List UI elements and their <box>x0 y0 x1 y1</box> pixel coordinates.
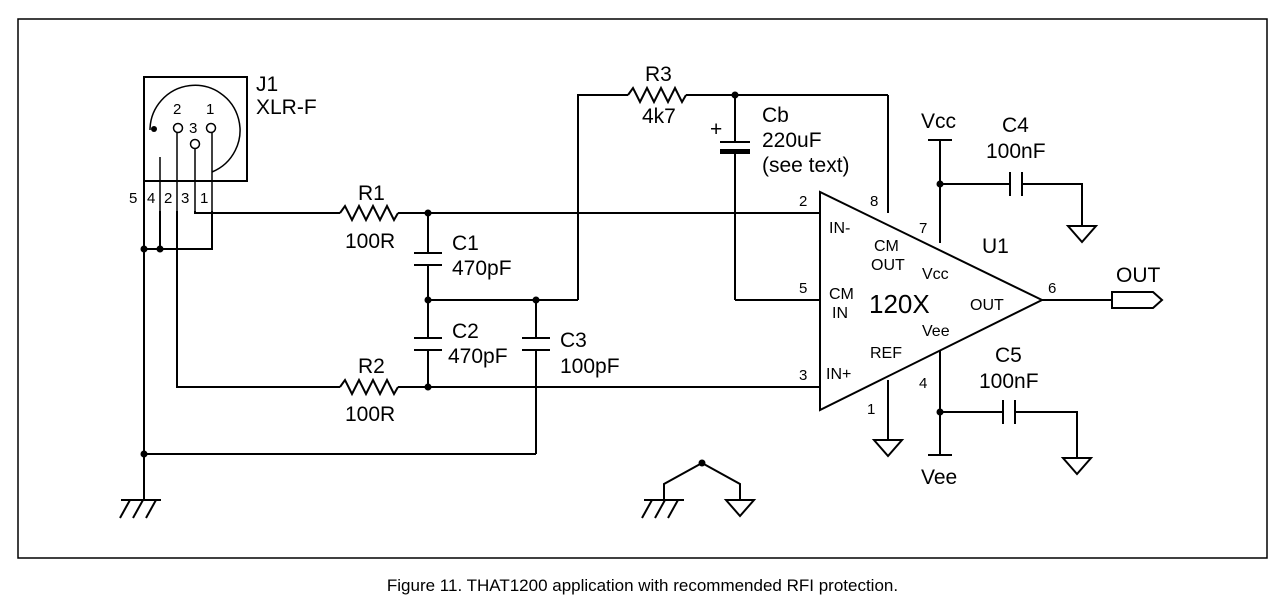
vcc-rail-label: Vcc <box>921 110 956 133</box>
cb-value: 220uF <box>762 129 822 152</box>
j1-ref: J1 <box>256 73 278 96</box>
u1-cm-in-label-2: IN <box>832 305 848 322</box>
figure-frame <box>17 18 1268 559</box>
ground-icon-ref <box>871 439 905 458</box>
u1-pin-8: 8 <box>870 193 878 210</box>
c2-value: 470pF <box>448 345 508 368</box>
r2-value: 100R <box>345 403 395 426</box>
u1-pin-5: 5 <box>799 280 807 297</box>
resistor-r1 <box>339 203 399 223</box>
u1-pin-4: 4 <box>919 375 927 392</box>
u1-in-minus-label: IN- <box>829 220 850 237</box>
figure-caption: Figure 11. THAT1200 application with rec… <box>386 576 899 595</box>
output-port <box>1111 291 1164 309</box>
cb-note: (see text) <box>762 154 850 177</box>
u1-pin-6: 6 <box>1048 280 1056 297</box>
cb-ref: Cb <box>762 104 789 127</box>
r1-ref: R1 <box>358 182 385 205</box>
j1-pin1-label: 1 <box>206 101 214 118</box>
capacitor-c3 <box>522 337 550 351</box>
u1-ref-label: REF <box>870 345 902 362</box>
wires <box>143 94 1112 500</box>
j1-terminal-1: 1 <box>200 190 208 207</box>
capacitor-c4 <box>1009 172 1023 196</box>
u1-pin-2: 2 <box>799 193 807 210</box>
j1-terminal-3: 3 <box>181 190 189 207</box>
vee-rail-label: Vee <box>921 466 957 489</box>
c5-ref: C5 <box>995 344 1022 367</box>
j1-terminal-5: 5 <box>129 190 137 207</box>
capacitor-cb <box>720 141 750 154</box>
cb-polarity: + <box>710 118 722 141</box>
c2-ref: C2 <box>452 320 479 343</box>
output-label: OUT <box>1116 264 1161 287</box>
j1-terminal-2: 2 <box>164 190 172 207</box>
u1-vcc-label: Vcc <box>922 266 949 283</box>
u1-pin-1: 1 <box>867 401 875 418</box>
ground-icon-c5 <box>1060 457 1094 476</box>
u1-cm-out-label-1: CM <box>874 238 899 255</box>
ground-tie-symbol <box>641 461 741 519</box>
u1-pin-7: 7 <box>919 220 927 237</box>
u1-cm-out-label-2: OUT <box>871 257 905 274</box>
c3-ref: C3 <box>560 329 587 352</box>
j1-terminal-4: 4 <box>147 190 155 207</box>
u1-part: 120X <box>869 289 930 319</box>
r1-value: 100R <box>345 230 395 253</box>
capacitor-c5 <box>1002 400 1016 424</box>
c3-value: 100pF <box>560 355 620 378</box>
j1-pin3-label: 3 <box>189 120 197 137</box>
c5-value: 100nF <box>979 370 1039 393</box>
resistor-r3 <box>627 85 687 105</box>
c4-value: 100nF <box>986 140 1046 163</box>
j1-type: XLR-F <box>256 96 317 119</box>
capacitor-c1 <box>414 252 442 266</box>
u1-pin-3: 3 <box>799 367 807 384</box>
amplifier-u1 <box>819 190 1045 412</box>
c1-ref: C1 <box>452 232 479 255</box>
chassis-ground-icon-j1 <box>119 499 161 519</box>
u1-in-plus-label: IN+ <box>826 366 851 383</box>
r3-ref: R3 <box>645 63 672 86</box>
u1-ref: U1 <box>982 235 1009 258</box>
c4-ref: C4 <box>1002 114 1029 137</box>
junction-dots <box>140 91 944 467</box>
resistor-r2 <box>339 377 399 397</box>
r2-ref: R2 <box>358 355 385 378</box>
u1-cm-in-label-1: CM <box>829 286 854 303</box>
c1-value: 470pF <box>452 257 512 280</box>
j1-pin2-label: 2 <box>173 101 181 118</box>
capacitor-c2 <box>414 337 442 351</box>
u1-out-label: OUT <box>970 297 1004 314</box>
r3-value: 4k7 <box>642 105 676 128</box>
u1-vee-label: Vee <box>922 323 950 340</box>
schematic-diagram: J1 XLR-F 2 1 3 5 4 2 3 1 <box>17 18 1268 559</box>
ground-icon-signal <box>723 499 757 518</box>
ground-icon-c4 <box>1065 225 1099 244</box>
